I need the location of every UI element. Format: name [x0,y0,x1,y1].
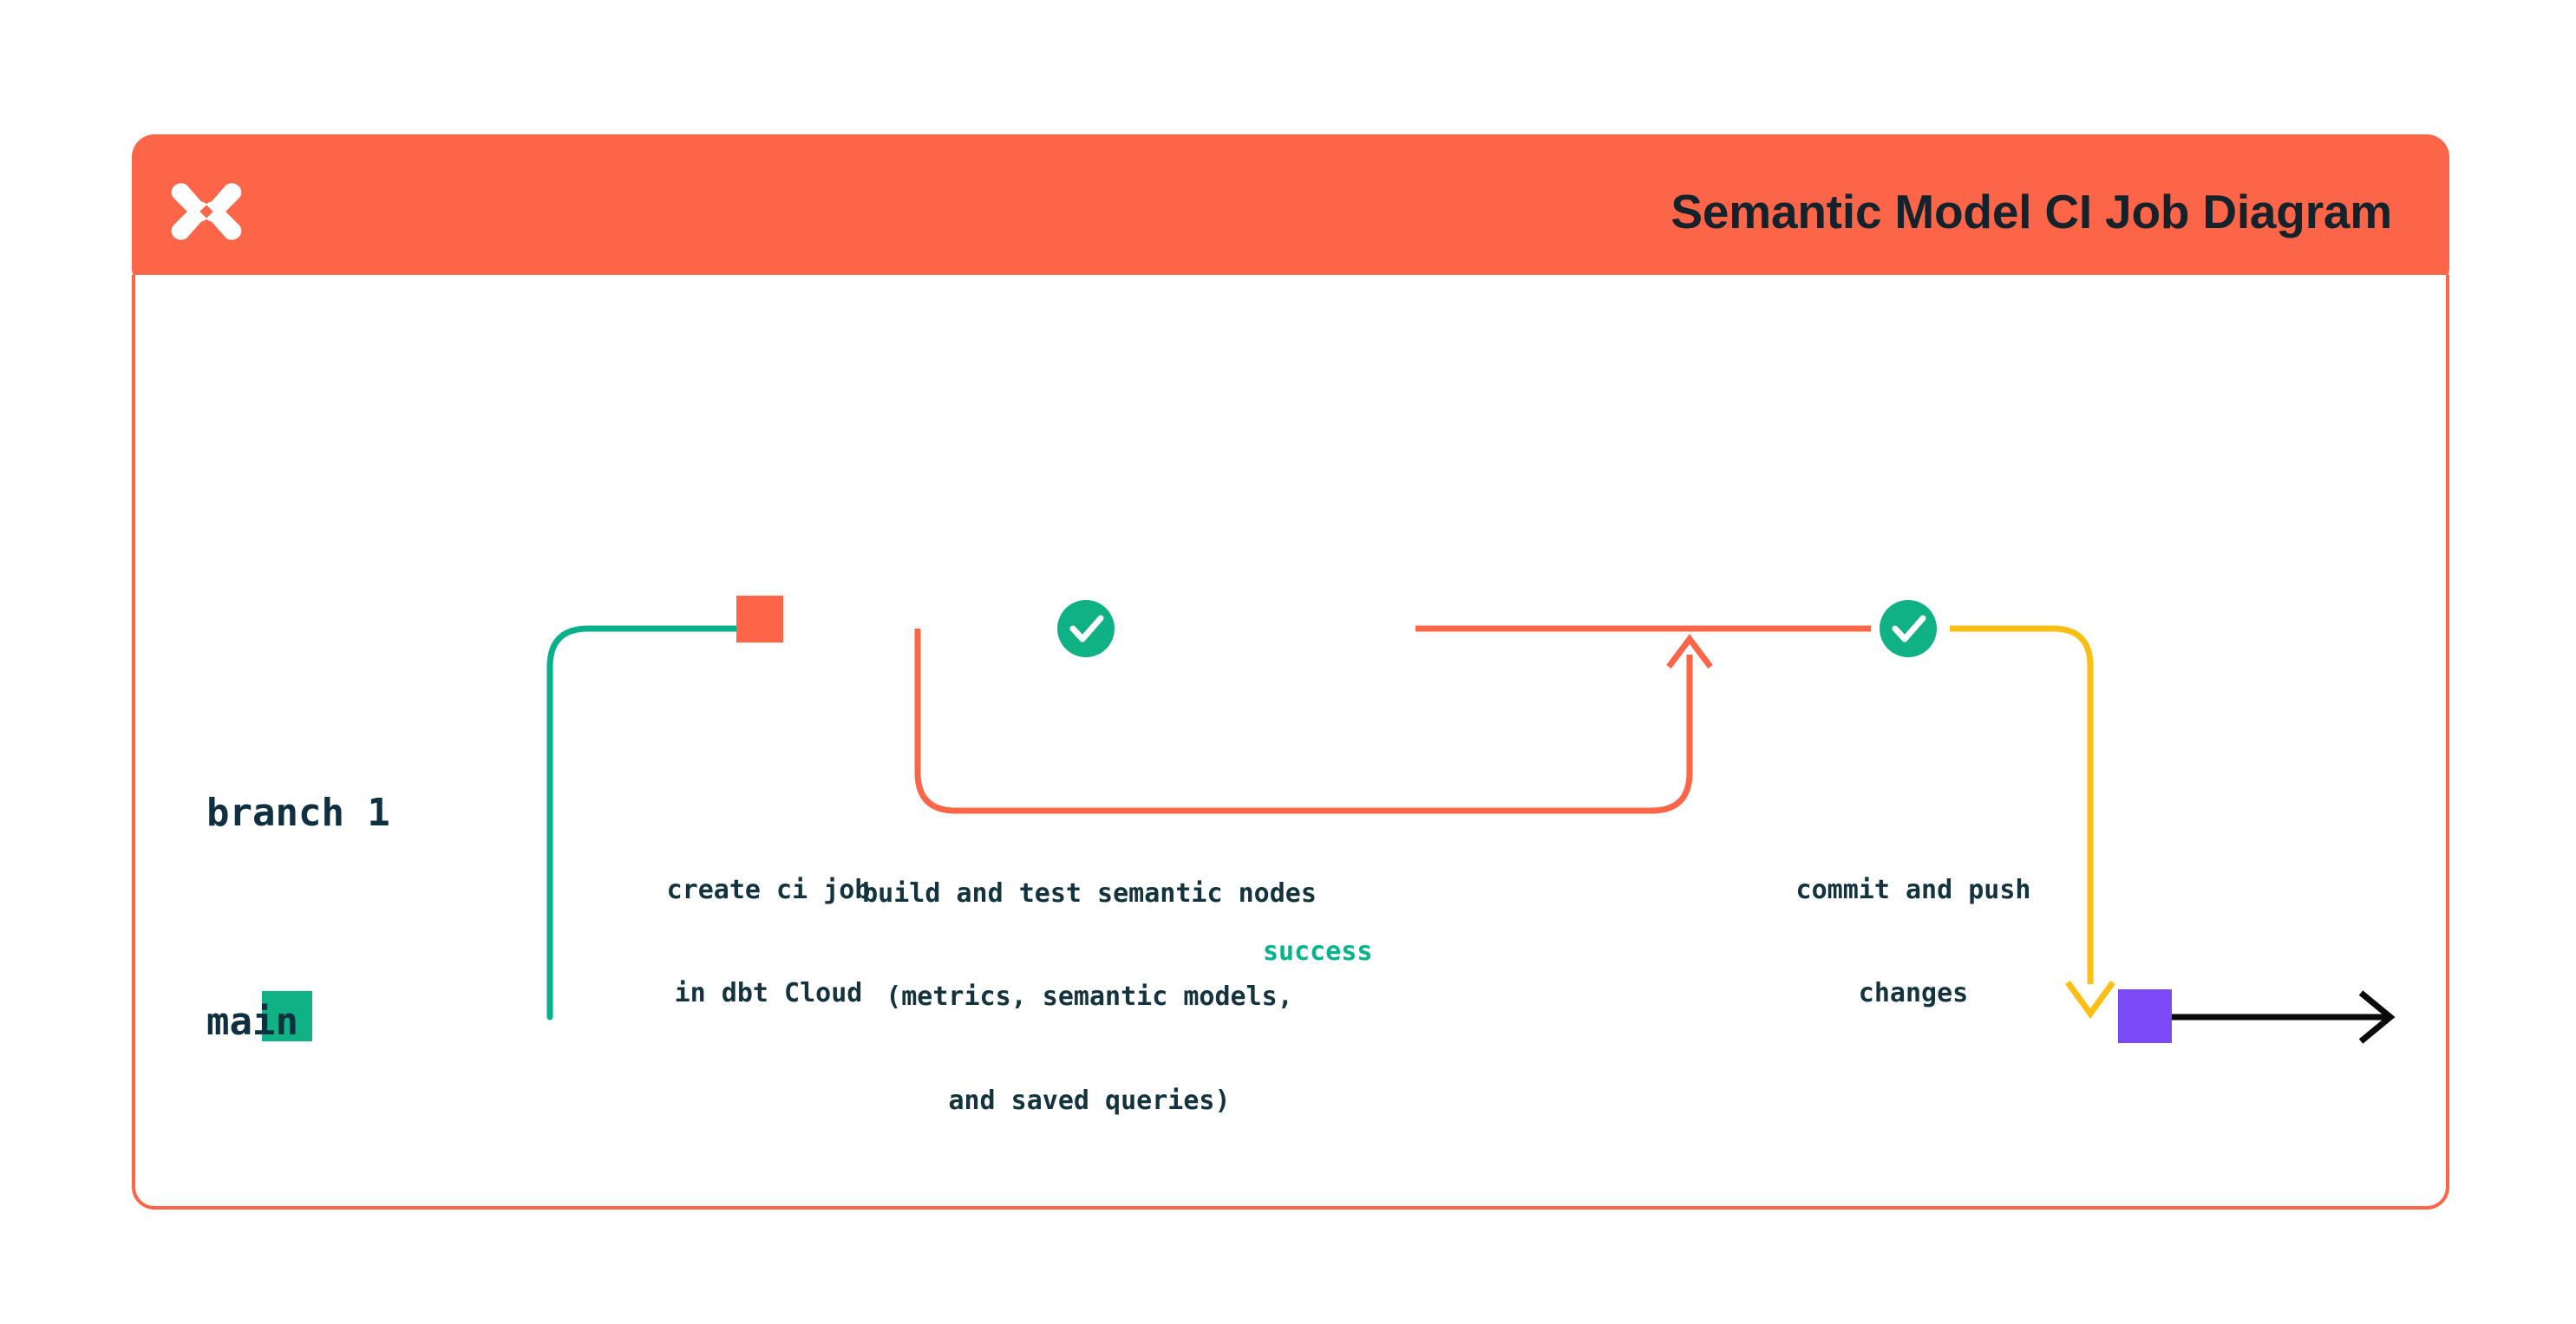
branch-label-branch-1: branch 1 [206,791,390,835]
caption-line: commit and push [1795,874,2031,905]
check-icon [1069,615,1104,642]
node-build-and-test-marker [1057,600,1115,657]
caption-line: in dbt Cloud [674,978,863,1009]
merge-edge-line [1950,625,2094,984]
card-header: Semantic Model CI Job Diagram [132,134,2449,289]
caption-line: changes [1858,978,1969,1009]
flow-lines [262,596,2396,1044]
caption-line: and saved queries) [948,1086,1231,1117]
node-create-ci-job-marker [736,596,783,642]
branch-label-main: main [206,1000,298,1044]
diagram-card: Semantic Model CI Job Diagram [132,134,2449,1210]
diagram-body: branch 1 main create ci job in dbt Cloud… [132,275,2449,1210]
branch-off-line [546,625,742,1021]
node-caption-create-ci-job: create ci job in dbt Cloud [621,804,916,1080]
node-caption-merge-to-main: merge to main and deploy to production [1948,1190,2382,1206]
caption-line: create ci job [666,874,871,905]
success-loop-arrowhead-icon [1666,634,1713,669]
merge-arrowhead-icon [2065,980,2115,1019]
node-caption-build-and-test: build and test semantic nodes (metrics, … [812,807,1367,1188]
success-loop-line [914,629,1693,814]
check-icon [1892,615,1926,642]
node-caption-commit-and-push: commit and push changes [1740,804,2087,1080]
node-main-start-marker [262,991,312,1041]
dbt-x-logo-icon [165,170,248,253]
main-continues-arrowhead-icon [2358,990,2396,1044]
node-merge-to-main-marker [2118,989,2172,1043]
caption-line: (metrics, semantic models, [886,982,1293,1013]
page-title: Semantic Model CI Job Diagram [1670,185,2392,238]
edge-label-success: success [1247,936,1389,967]
caption-line: build and test semantic nodes [862,877,1317,909]
node-commit-and-push-marker [1880,600,1937,657]
